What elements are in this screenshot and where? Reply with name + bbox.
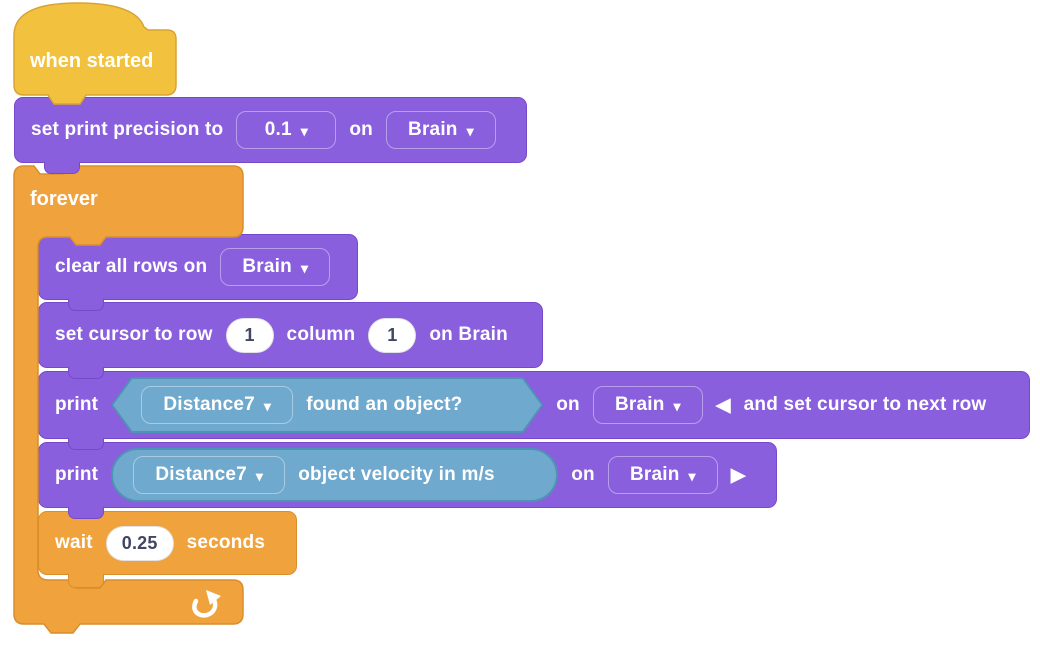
block-connector-tab: [68, 574, 104, 588]
wait-label: wait: [55, 532, 93, 553]
sensor-dropdown[interactable]: Distance7 ▾: [133, 456, 286, 494]
on-label: on: [571, 464, 595, 485]
block-connector-tab: [68, 438, 104, 450]
block-connector-tab: [44, 162, 80, 174]
device-value: Brain: [242, 256, 292, 277]
block-connector-tab: [68, 299, 104, 311]
block-print-object-velocity[interactable]: print Distance7 ▾ object velocity in m/s…: [38, 442, 777, 508]
dropdown-caret-icon: ▾: [300, 123, 308, 139]
wait-seconds-input[interactable]: 0.25: [105, 525, 174, 561]
device-dropdown[interactable]: Brain ▾: [220, 248, 331, 286]
collapse-left-icon[interactable]: ◀: [715, 394, 731, 416]
expand-right-icon[interactable]: ▶: [730, 464, 746, 486]
on-label: on: [556, 394, 580, 415]
object-velocity-reporter[interactable]: Distance7 ▾ object velocity in m/s: [111, 448, 559, 502]
clear-all-rows-label: clear all rows on: [55, 256, 208, 277]
block-connector-tab: [68, 507, 104, 519]
found-object-boolean-reporter[interactable]: Distance7 ▾ found an object?: [111, 377, 543, 433]
dropdown-caret-icon: ▾: [466, 123, 474, 139]
dropdown-caret-icon: ▾: [263, 398, 272, 414]
sensor-dropdown[interactable]: Distance7 ▾: [141, 386, 294, 424]
device-value: Brain: [629, 464, 680, 485]
forever-c-shape[interactable]: [13, 165, 244, 634]
found-object-label: found an object?: [306, 394, 463, 415]
forever-label: forever: [30, 188, 98, 210]
set-cursor-label: set cursor to row: [55, 324, 213, 345]
on-label: on: [349, 119, 373, 140]
dropdown-caret-icon: ▾: [688, 468, 696, 484]
device-dropdown[interactable]: Brain ▾: [607, 456, 718, 494]
dropdown-caret-icon: ▾: [255, 468, 264, 484]
set-print-precision-label: set print precision to: [31, 119, 224, 140]
seconds-label: seconds: [186, 532, 266, 553]
column-label: column: [286, 324, 356, 345]
print-label: print: [55, 394, 99, 415]
block-connector-tab: [68, 367, 104, 379]
print-label: print: [55, 464, 99, 485]
collapse-note-label: and set cursor to next row: [743, 394, 987, 415]
sensor-value: Distance7: [163, 394, 255, 415]
block-print-found-object[interactable]: print Distance7 ▾ found an object? on Br…: [38, 371, 1030, 439]
sensor-value: Distance7: [155, 464, 247, 485]
device-dropdown[interactable]: Brain ▾: [592, 386, 703, 424]
object-velocity-label: object velocity in m/s: [298, 464, 495, 485]
block-wait[interactable]: wait 0.25 seconds: [38, 511, 297, 575]
on-brain-label: on Brain: [429, 324, 508, 345]
device-dropdown[interactable]: Brain ▾: [385, 111, 496, 149]
loop-arrow-icon: [192, 590, 221, 618]
device-value: Brain: [408, 119, 458, 140]
precision-value: 0.1: [264, 119, 292, 140]
when-started-hat-shape[interactable]: [13, 2, 177, 105]
row-input[interactable]: 1: [225, 317, 274, 353]
column-input[interactable]: 1: [368, 317, 417, 353]
dropdown-caret-icon: ▾: [673, 398, 681, 414]
when-started-label: when started: [30, 50, 154, 72]
dropdown-caret-icon: ▾: [300, 260, 309, 276]
device-value: Brain: [614, 394, 665, 415]
block-set-print-precision[interactable]: set print precision to 0.1 ▾ on Brain ▾: [14, 97, 527, 163]
precision-dropdown[interactable]: 0.1 ▾: [236, 111, 337, 149]
block-set-cursor[interactable]: set cursor to row 1 column 1 on Brain: [38, 302, 543, 368]
hexagon-fill: [113, 379, 541, 431]
